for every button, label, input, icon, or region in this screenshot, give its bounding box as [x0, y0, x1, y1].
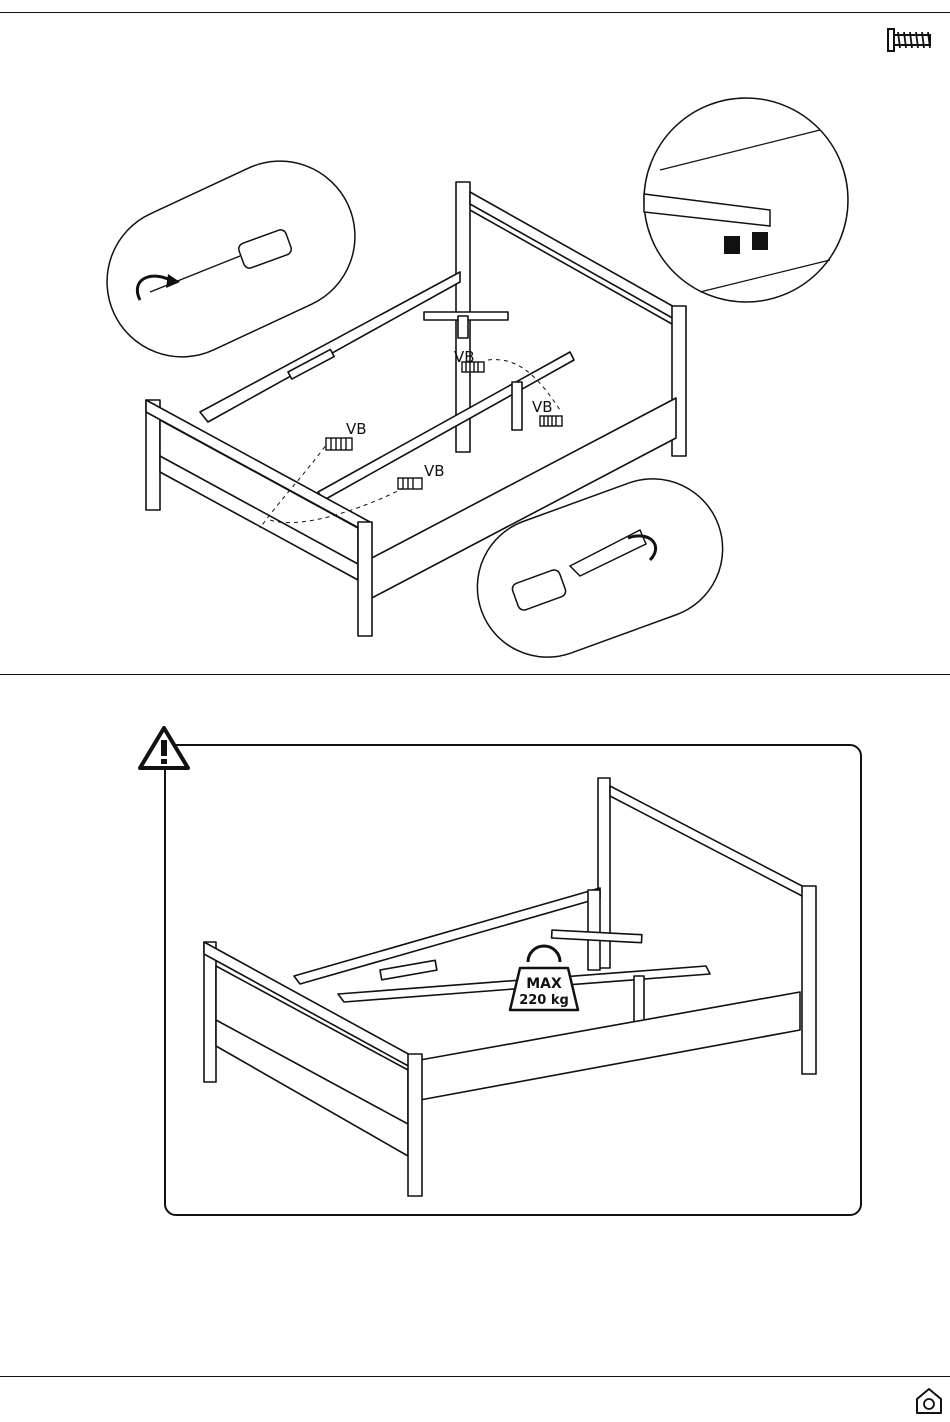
weight-badge: MAX 220 kg	[510, 946, 578, 1010]
screw-vb-2	[540, 416, 562, 426]
top-rule	[0, 12, 950, 13]
bottom-rule	[0, 1376, 950, 1377]
screw-vb-3	[326, 438, 352, 450]
warning-triangle-icon	[136, 724, 192, 772]
screw-vb-4	[398, 478, 422, 489]
footboard	[146, 400, 372, 636]
screw-icon	[886, 26, 936, 54]
vb-label-4: VB	[424, 462, 445, 480]
middle-rule	[0, 674, 950, 675]
step-diagram-top: VB VB VB VB	[0, 60, 950, 660]
weight-badge-line2: 220 kg	[519, 993, 569, 1008]
vb-label-1: VB	[454, 348, 475, 366]
circular-detail-icon	[644, 98, 848, 302]
screwdriver-icon	[458, 459, 743, 660]
house-logo-icon	[914, 1386, 944, 1416]
vb-label-3: VB	[346, 420, 367, 438]
bed-max-load-diagram: MAX 220 kg	[0, 770, 950, 1210]
vb-label-2: VB	[532, 398, 553, 416]
weight-badge-line1: MAX	[526, 976, 562, 992]
bed-assembly-drawing: VB VB VB VB	[0, 60, 950, 660]
